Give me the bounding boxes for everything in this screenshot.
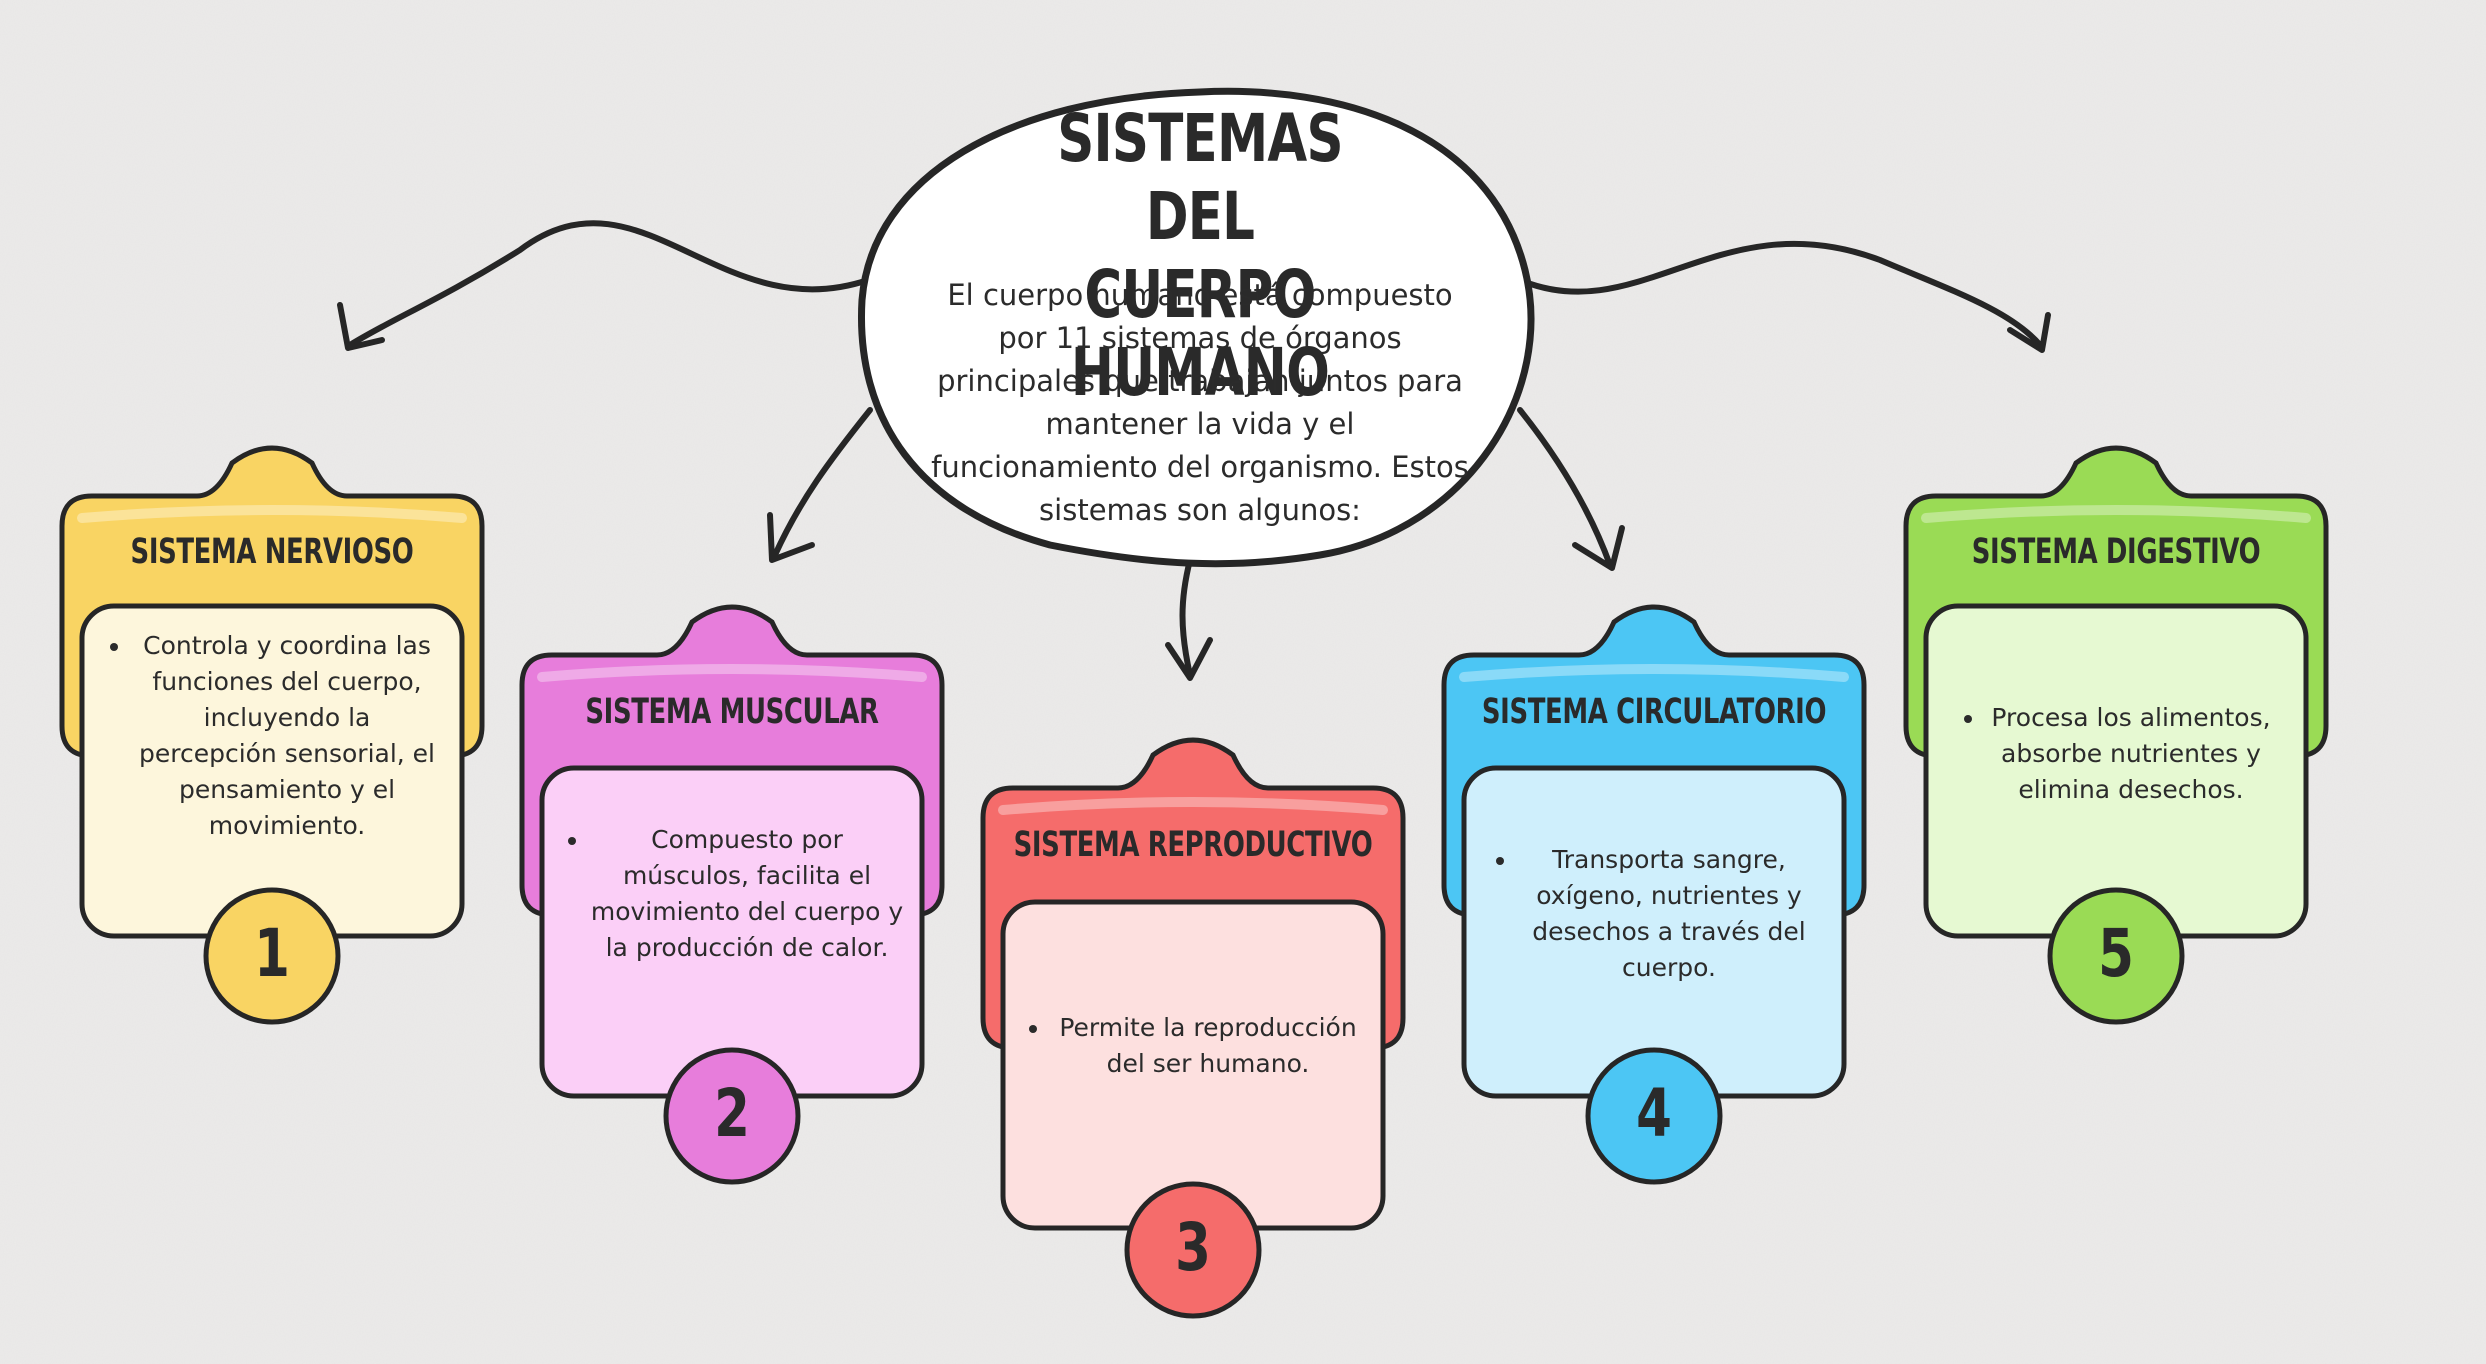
arrow-head-muscular [767,512,815,563]
system-cards [59,445,2329,1319]
card-number-circle [1124,1181,1262,1319]
card-description-sistema-reproductivo: Permite la reproducción del ser humano. [1021,1010,1365,1082]
arrow-head-nervioso [337,302,385,351]
card-bullet-list: Controla y coordina las funciones del cu… [102,628,442,844]
card-bullet-item: Permite la reproducción del ser humano. [1051,1010,1365,1082]
card-number-4: 4 [1636,1075,1672,1152]
arrow-head-digestivo [2007,312,2051,353]
arrow-to-sistema-digestivo [1517,240,2043,348]
arrow-head-circulatorio [1572,525,1625,571]
card-description-sistema-digestivo: Procesa los alimentos, absorbe nutriente… [1956,700,2276,808]
card-sistema-reproductivo [980,737,1406,1319]
arrow-head-reproductivo [1165,637,1213,681]
card-header-highlight [537,664,927,682]
card-number-2: 2 [714,1075,750,1152]
card-number-3: 3 [1175,1209,1211,1286]
card-description-sistema-nervioso: Controla y coordina las funciones del cu… [102,628,442,844]
connector-arrows [337,220,2051,681]
card-header-highlight [77,505,467,523]
arrow-to-sistema-nervioso [347,220,871,348]
card-title-sistema-nervioso: SISTEMA NERVIOSO [130,532,414,572]
card-bullet-item: Compuesto por músculos, facilita el movi… [590,822,904,966]
arrow-to-sistema-circulatorio [1517,407,1613,568]
card-title-sistema-muscular: SISTEMA MUSCULAR [585,692,879,732]
card-title-sistema-digestivo: SISTEMA DIGESTIVO [1971,532,2261,572]
card-bullet-list: Procesa los alimentos, absorbe nutriente… [1956,700,2276,808]
card-description-sistema-circulatorio: Transporta sangre, oxígeno, nutrientes y… [1488,842,1820,986]
card-sistema-circulatorio [1441,604,1867,1185]
card-number-circle [663,1047,801,1185]
card-number-5: 5 [2098,915,2134,992]
card-title-sistema-reproductivo: SISTEMA REPRODUCTIVO [1013,825,1373,865]
card-number-circle [203,887,341,1025]
card-number-1: 1 [254,915,290,992]
arrow-to-sistema-muscular [772,407,873,558]
center-description: El cuerpo humano está compuesto por 11 s… [931,278,1469,527]
center-bubble [857,87,1535,568]
card-sistema-digestivo [1903,445,2329,1025]
card-bullet-item: Controla y coordina las funciones del cu… [132,628,442,844]
card-bullet-list: Compuesto por músculos, facilita el movi… [560,822,904,966]
arrow-to-sistema-reproductivo [1179,557,1193,678]
card-bullet-list: Transporta sangre, oxígeno, nutrientes y… [1488,842,1820,986]
card-header-highlight [1459,664,1849,682]
card-sistema-muscular [519,604,945,1185]
title-line-2: CUERPO HUMANO [1070,256,1330,411]
card-bullet-item: Procesa los alimentos, absorbe nutriente… [1986,700,2276,808]
title-line-1: SISTEMAS DEL [1057,100,1343,255]
card-description-sistema-muscular: Compuesto por músculos, facilita el movi… [560,822,904,966]
page-title: SISTEMAS DEL CUERPO HUMANO [997,100,1403,412]
card-header-highlight [1921,505,2311,523]
card-number-circle [2047,887,2185,1025]
card-title-sistema-circulatorio: SISTEMA CIRCULATORIO [1481,692,1827,732]
card-bullet-list: Permite la reproducción del ser humano. [1021,1010,1365,1082]
card-bullet-item: Transporta sangre, oxígeno, nutrientes y… [1518,842,1820,986]
card-header-highlight [998,797,1388,815]
card-number-circle [1585,1047,1723,1185]
card-sistema-nervioso [59,445,485,1025]
